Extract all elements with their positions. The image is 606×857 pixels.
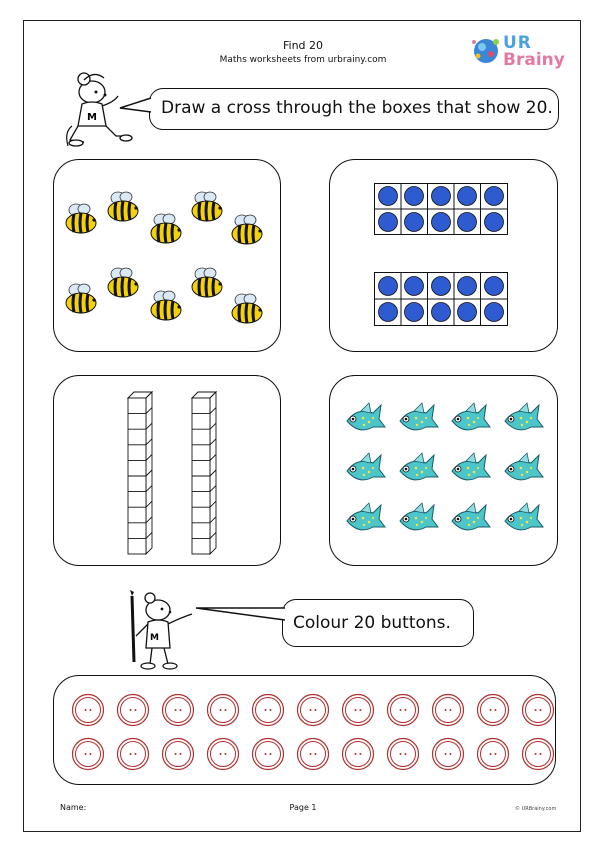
sewing-button-icon <box>161 737 195 771</box>
answer-box-cube-towers[interactable] <box>53 375 281 566</box>
copyright-text: © URBrainy.com <box>515 806 557 812</box>
bee-icon <box>64 202 98 235</box>
page-number: Page 1 <box>289 803 317 812</box>
sewing-button-icon <box>206 737 240 771</box>
sewing-button-icon <box>251 737 285 771</box>
name-label: Name: <box>60 803 87 812</box>
sewing-button-icon <box>521 693 555 727</box>
bee-icon <box>230 292 264 325</box>
sewing-button-icon <box>476 737 510 771</box>
ten-frames-group <box>374 183 508 326</box>
instruction-colour-text: Colour 20 buttons. <box>293 613 451 633</box>
sewing-button-icon <box>251 693 285 727</box>
worksheet-border <box>23 20 581 832</box>
bee-icon <box>230 213 264 246</box>
bubble-tail <box>195 607 286 621</box>
mouse-mascot-icon: M <box>130 590 193 670</box>
logo-text-brainy: Brainy <box>503 50 565 70</box>
cube-towers-group <box>126 390 218 556</box>
sewing-button-icon <box>341 693 375 727</box>
instruction-bubble-colour: Colour 20 buttons. <box>282 599 474 647</box>
buttons-group <box>71 693 555 771</box>
bee-icon <box>190 266 224 299</box>
mouse-mascot-icon: M <box>66 72 133 147</box>
bee-icon <box>106 266 140 299</box>
logo-text-ur: UR <box>503 33 532 53</box>
fish-icon <box>346 452 386 481</box>
fish-icon <box>504 402 544 431</box>
fish-icon <box>451 452 491 481</box>
svg-text:M: M <box>150 633 159 643</box>
worksheet-title: Find 20 <box>282 39 324 52</box>
ten-frame-icon <box>374 183 508 235</box>
sewing-button-icon <box>386 693 420 727</box>
globe-icon <box>472 39 499 63</box>
sewing-button-icon <box>296 737 330 771</box>
sewing-button-icon <box>386 737 420 771</box>
urbrainy-logo: UR Brainy <box>470 33 565 73</box>
bee-icon <box>149 289 183 322</box>
sewing-button-icon <box>71 693 105 727</box>
fish-icon <box>451 502 491 531</box>
fish-icon <box>399 402 439 431</box>
cube-tower <box>190 390 218 556</box>
sewing-button-icon <box>206 693 240 727</box>
fish-icon <box>451 402 491 431</box>
fish-icon <box>346 502 386 531</box>
sewing-button-icon <box>341 737 375 771</box>
fish-icon <box>399 502 439 531</box>
bee-icon <box>106 190 140 223</box>
worksheet-subtitle: Maths worksheets from urbrainy.com <box>219 55 387 65</box>
bees-group <box>64 190 264 325</box>
bee-icon <box>190 190 224 223</box>
sewing-button-icon <box>116 693 150 727</box>
instruction-bubble-cross: Draw a cross through the boxes that show… <box>149 88 559 130</box>
svg-text:M: M <box>87 112 97 123</box>
bubble-tail <box>119 97 152 113</box>
sewing-button-icon <box>431 693 465 727</box>
sewing-button-icon <box>116 737 150 771</box>
fish-icon <box>504 452 544 481</box>
fish-group <box>346 402 544 531</box>
sewing-button-icon <box>296 693 330 727</box>
sewing-button-icon <box>476 693 510 727</box>
instruction-cross-text: Draw a cross through the boxes that show… <box>161 98 553 118</box>
fish-icon <box>399 452 439 481</box>
sewing-button-icon <box>161 693 195 727</box>
fish-icon <box>504 502 544 531</box>
ten-frame-icon <box>374 272 508 326</box>
sewing-button-icon <box>521 737 555 771</box>
cube-tower <box>126 390 154 556</box>
bee-icon <box>149 212 183 245</box>
fish-icon <box>346 402 386 431</box>
sewing-button-icon <box>71 737 105 771</box>
bee-icon <box>64 282 98 315</box>
sewing-button-icon <box>431 737 465 771</box>
